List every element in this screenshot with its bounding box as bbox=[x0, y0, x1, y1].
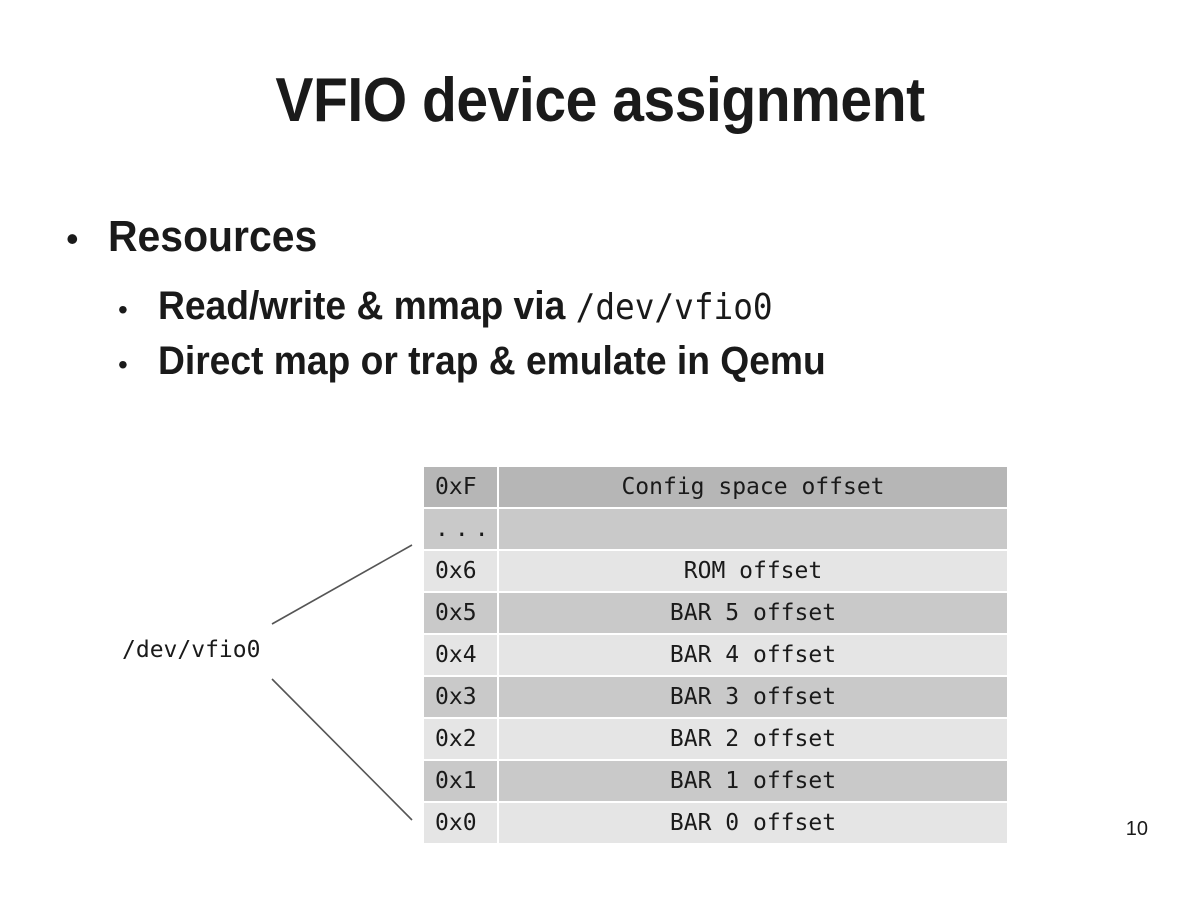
region-description-cell bbox=[498, 508, 1007, 551]
bullet-item-readwrite: • Read/write & mmap via /dev/vfio0 bbox=[0, 284, 1200, 329]
page-title: VFIO device assignment bbox=[275, 66, 925, 135]
region-description-cell: BAR 5 offset bbox=[498, 592, 1007, 635]
region-description-cell: BAR 0 offset bbox=[498, 802, 1007, 843]
region-description-cell: BAR 2 offset bbox=[498, 718, 1007, 761]
region-index-cell: 0x6 bbox=[424, 550, 499, 593]
page-number: 10 bbox=[1125, 818, 1148, 840]
bullet-item-resources: • Resources bbox=[0, 212, 1200, 262]
bullet-marker-icon: • bbox=[66, 218, 79, 259]
bullet-marker-icon: • bbox=[118, 349, 128, 380]
region-index-cell: 0xF bbox=[424, 467, 499, 509]
bullet-label: Resources bbox=[108, 212, 318, 261]
bullet-label: Direct map or trap & emulate in Qemu bbox=[158, 339, 826, 384]
bullet-label-mono-path: /dev/vfio0 bbox=[575, 287, 773, 328]
region-index-cell: 0x5 bbox=[424, 592, 499, 635]
region-index-cell: ... bbox=[424, 508, 499, 551]
region-index-cell: 0x1 bbox=[424, 760, 499, 803]
bullet-label-prefix: Direct map or trap & emulate in Qemu bbox=[158, 339, 826, 383]
bullet-label: Read/write & mmap via /dev/vfio0 bbox=[158, 284, 773, 329]
region-index-cell: 0x0 bbox=[424, 802, 499, 843]
bullet-item-directmap: • Direct map or trap & emulate in Qemu bbox=[0, 339, 1200, 384]
table-row: ... bbox=[424, 508, 1007, 551]
region-index-cell: 0x2 bbox=[424, 718, 499, 761]
upper-connector-line bbox=[271, 544, 413, 625]
region-index-cell: 0x4 bbox=[424, 634, 499, 677]
region-index-cell: 0x3 bbox=[424, 676, 499, 719]
region-description-cell: BAR 3 offset bbox=[498, 676, 1007, 719]
device-node-label: /dev/vfio0 bbox=[122, 637, 261, 663]
bullet-marker-icon: • bbox=[118, 294, 128, 325]
bullet-label-prefix: Read/write & mmap via bbox=[158, 284, 576, 328]
region-description-cell: BAR 4 offset bbox=[498, 634, 1007, 677]
lower-connector-line bbox=[271, 678, 413, 821]
region-description-cell: BAR 1 offset bbox=[498, 760, 1007, 803]
bullet-list: • Resources • Read/write & mmap via /dev… bbox=[0, 212, 1200, 394]
region-description-cell: Config space offset bbox=[498, 467, 1007, 509]
region-description-cell: ROM offset bbox=[498, 550, 1007, 593]
